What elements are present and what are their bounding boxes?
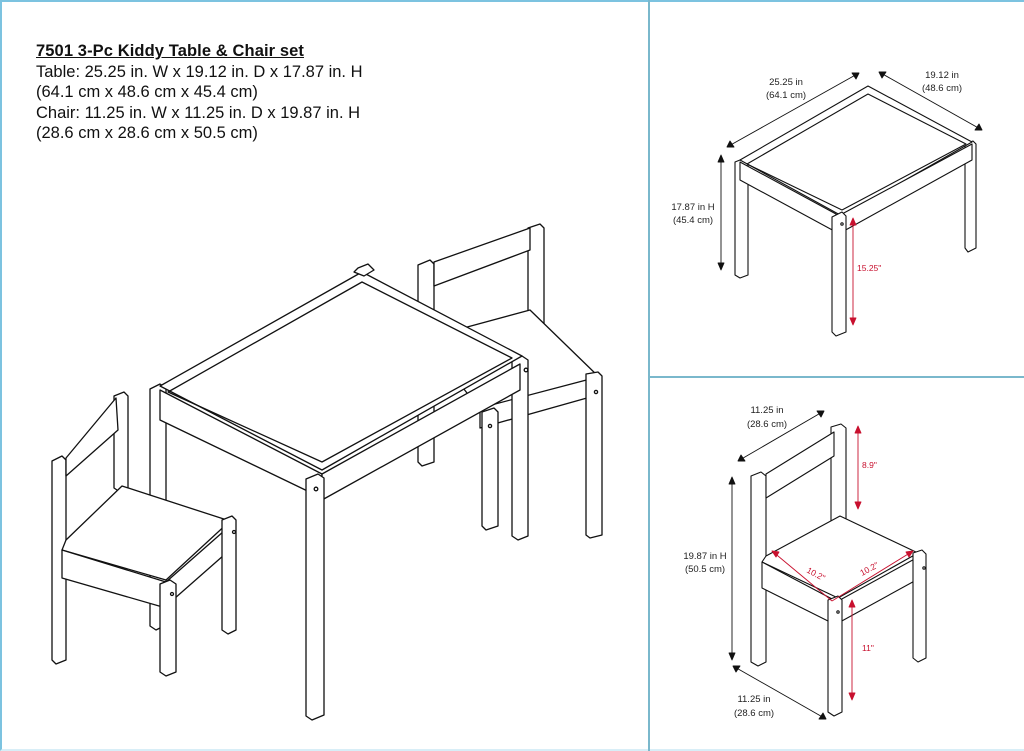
table-height-label: 17.87 in H <box>671 202 714 213</box>
chair-depth-metric-label: (28.6 cm) <box>734 708 774 719</box>
chair-line-art <box>750 423 927 717</box>
chair-dimensions-metric: (28.6 cm x 28.6 cm x 50.5 cm) <box>36 124 258 142</box>
table-dimensions-metric: (64.1 cm x 48.6 cm x 45.4 cm) <box>36 83 258 101</box>
table-height-metric-label: (45.4 cm) <box>673 215 713 226</box>
table-width-metric-label: (64.1 cm) <box>766 90 806 101</box>
chair-width-metric-label: (28.6 cm) <box>747 419 787 430</box>
chair-height-label: 19.87 in H <box>683 551 726 562</box>
table-drawing <box>149 263 529 721</box>
chair-seat-depth-label: 10.2" <box>858 560 880 578</box>
panel-divider-horizontal <box>649 376 1024 378</box>
table-leg-clearance-label: 15.25" <box>857 263 881 273</box>
table-width-label: 25.25 in <box>769 77 803 88</box>
chair-width-label: 11.25 in <box>750 405 783 416</box>
chair-height-metric-label: (50.5 cm) <box>685 564 725 575</box>
table-dimension-arrows <box>717 71 983 326</box>
chair-depth-label: 11.25 in <box>737 694 770 705</box>
chair-back-height-label: 8.9" <box>862 460 877 470</box>
chair-seat-height-label: 11" <box>862 643 874 653</box>
product-spec-block: 7501 3-Pc Kiddy Table & Chair set Table:… <box>36 41 363 144</box>
panel-divider-vertical <box>648 0 650 751</box>
table-depth-label: 19.12 in <box>925 70 959 81</box>
table-depth-metric-label: (48.6 cm) <box>922 83 962 94</box>
chair-seat-width-label: 10.2" <box>805 565 827 583</box>
chair-dimension-arrows <box>728 410 914 720</box>
product-title: 7501 3-Pc Kiddy Table & Chair set <box>36 42 305 60</box>
table-dimensions-imperial: Table: 25.25 in. W x 19.12 in. D x 17.87… <box>36 62 363 81</box>
table-line-art <box>734 85 977 337</box>
chair-dimensions-imperial: Chair: 11.25 in. W x 11.25 in. D x 19.87… <box>36 103 361 122</box>
front-chair-drawing <box>51 391 237 677</box>
